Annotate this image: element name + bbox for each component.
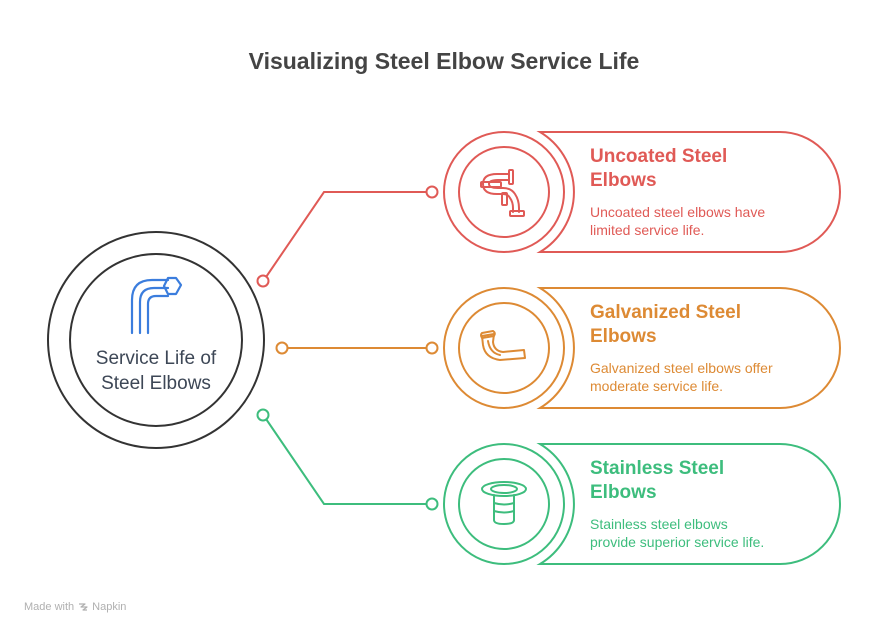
center-inner-ring <box>69 253 243 427</box>
connector-node-end <box>425 185 439 199</box>
card-title-line: Elbows <box>590 326 657 347</box>
card-description: Stainless steel elbows provide superior … <box>590 515 820 551</box>
card-stainless <box>443 443 841 565</box>
page-title: Visualizing Steel Elbow Service Life <box>248 48 640 74</box>
footer-attribution[interactable]: Made with Napkin <box>24 601 126 613</box>
footer-prefix: Made with <box>24 601 75 613</box>
card-description-line: moderate service life. <box>590 378 724 394</box>
center-label-line: Steel Elbows <box>101 373 211 394</box>
card-title: Uncoated Steel Elbows <box>590 145 820 193</box>
center-label: Service Life of Steel Elbows <box>70 346 242 396</box>
card-title-line: Elbows <box>590 482 657 503</box>
card-text-uncoated: Uncoated Steel Elbows Uncoated steel elb… <box>590 145 820 239</box>
card-title-line: Stainless Steel <box>590 458 725 479</box>
card-description-line: Stainless steel elbows <box>590 516 728 532</box>
card-title-line: Uncoated Steel <box>590 146 728 167</box>
card-inner-ring <box>458 146 550 238</box>
card-title: Galvanized Steel Elbows <box>590 301 820 349</box>
card-capsule <box>536 131 841 253</box>
center-label-line: Service Life of <box>95 348 217 369</box>
card-description: Galvanized steel elbows offer moderate s… <box>590 359 820 395</box>
card-capsule <box>536 443 841 565</box>
card-galvanized <box>443 287 841 409</box>
card-description-line: limited service life. <box>590 222 705 238</box>
card-description-line: provide superior service life. <box>590 534 765 550</box>
connector-node-start <box>256 274 270 288</box>
card-inner-ring <box>458 302 550 394</box>
card-text-stainless: Stainless Steel Elbows Stainless steel e… <box>590 457 820 551</box>
card-outer-ring <box>443 443 565 565</box>
card-title-line: Elbows <box>590 170 657 191</box>
connector-node-start <box>275 341 289 355</box>
connector-stainless <box>256 408 439 511</box>
card-uncoated <box>443 131 841 253</box>
center-hub <box>47 231 265 449</box>
connector-galvanized <box>275 341 439 355</box>
card-title-line: Galvanized Steel <box>590 302 742 323</box>
flanged-cylinder-icon <box>481 481 527 525</box>
card-capsule <box>536 287 841 409</box>
card-outer-ring <box>443 287 565 409</box>
connector-uncoated <box>256 185 439 288</box>
connector-node-start <box>256 408 270 422</box>
connector-node-end <box>425 341 439 355</box>
card-inner-ring <box>458 458 550 550</box>
footer-brand: Napkin <box>92 601 127 613</box>
card-description-line: Uncoated steel elbows have <box>590 204 766 220</box>
card-description-line: Galvanized steel elbows offer <box>590 360 773 376</box>
card-outer-ring <box>443 131 565 253</box>
elbow-pipe-icon <box>480 330 526 361</box>
pipe-elbow-icon <box>130 276 183 335</box>
card-title: Stainless Steel Elbows <box>590 457 820 505</box>
connector-node-end <box>425 497 439 511</box>
napkin-logo-icon <box>79 603 88 611</box>
center-outer-ring <box>47 231 265 449</box>
card-text-galvanized: Galvanized Steel Elbows Galvanized steel… <box>590 301 820 395</box>
pipes-icon <box>480 169 525 217</box>
card-description: Uncoated steel elbows have limited servi… <box>590 203 820 239</box>
